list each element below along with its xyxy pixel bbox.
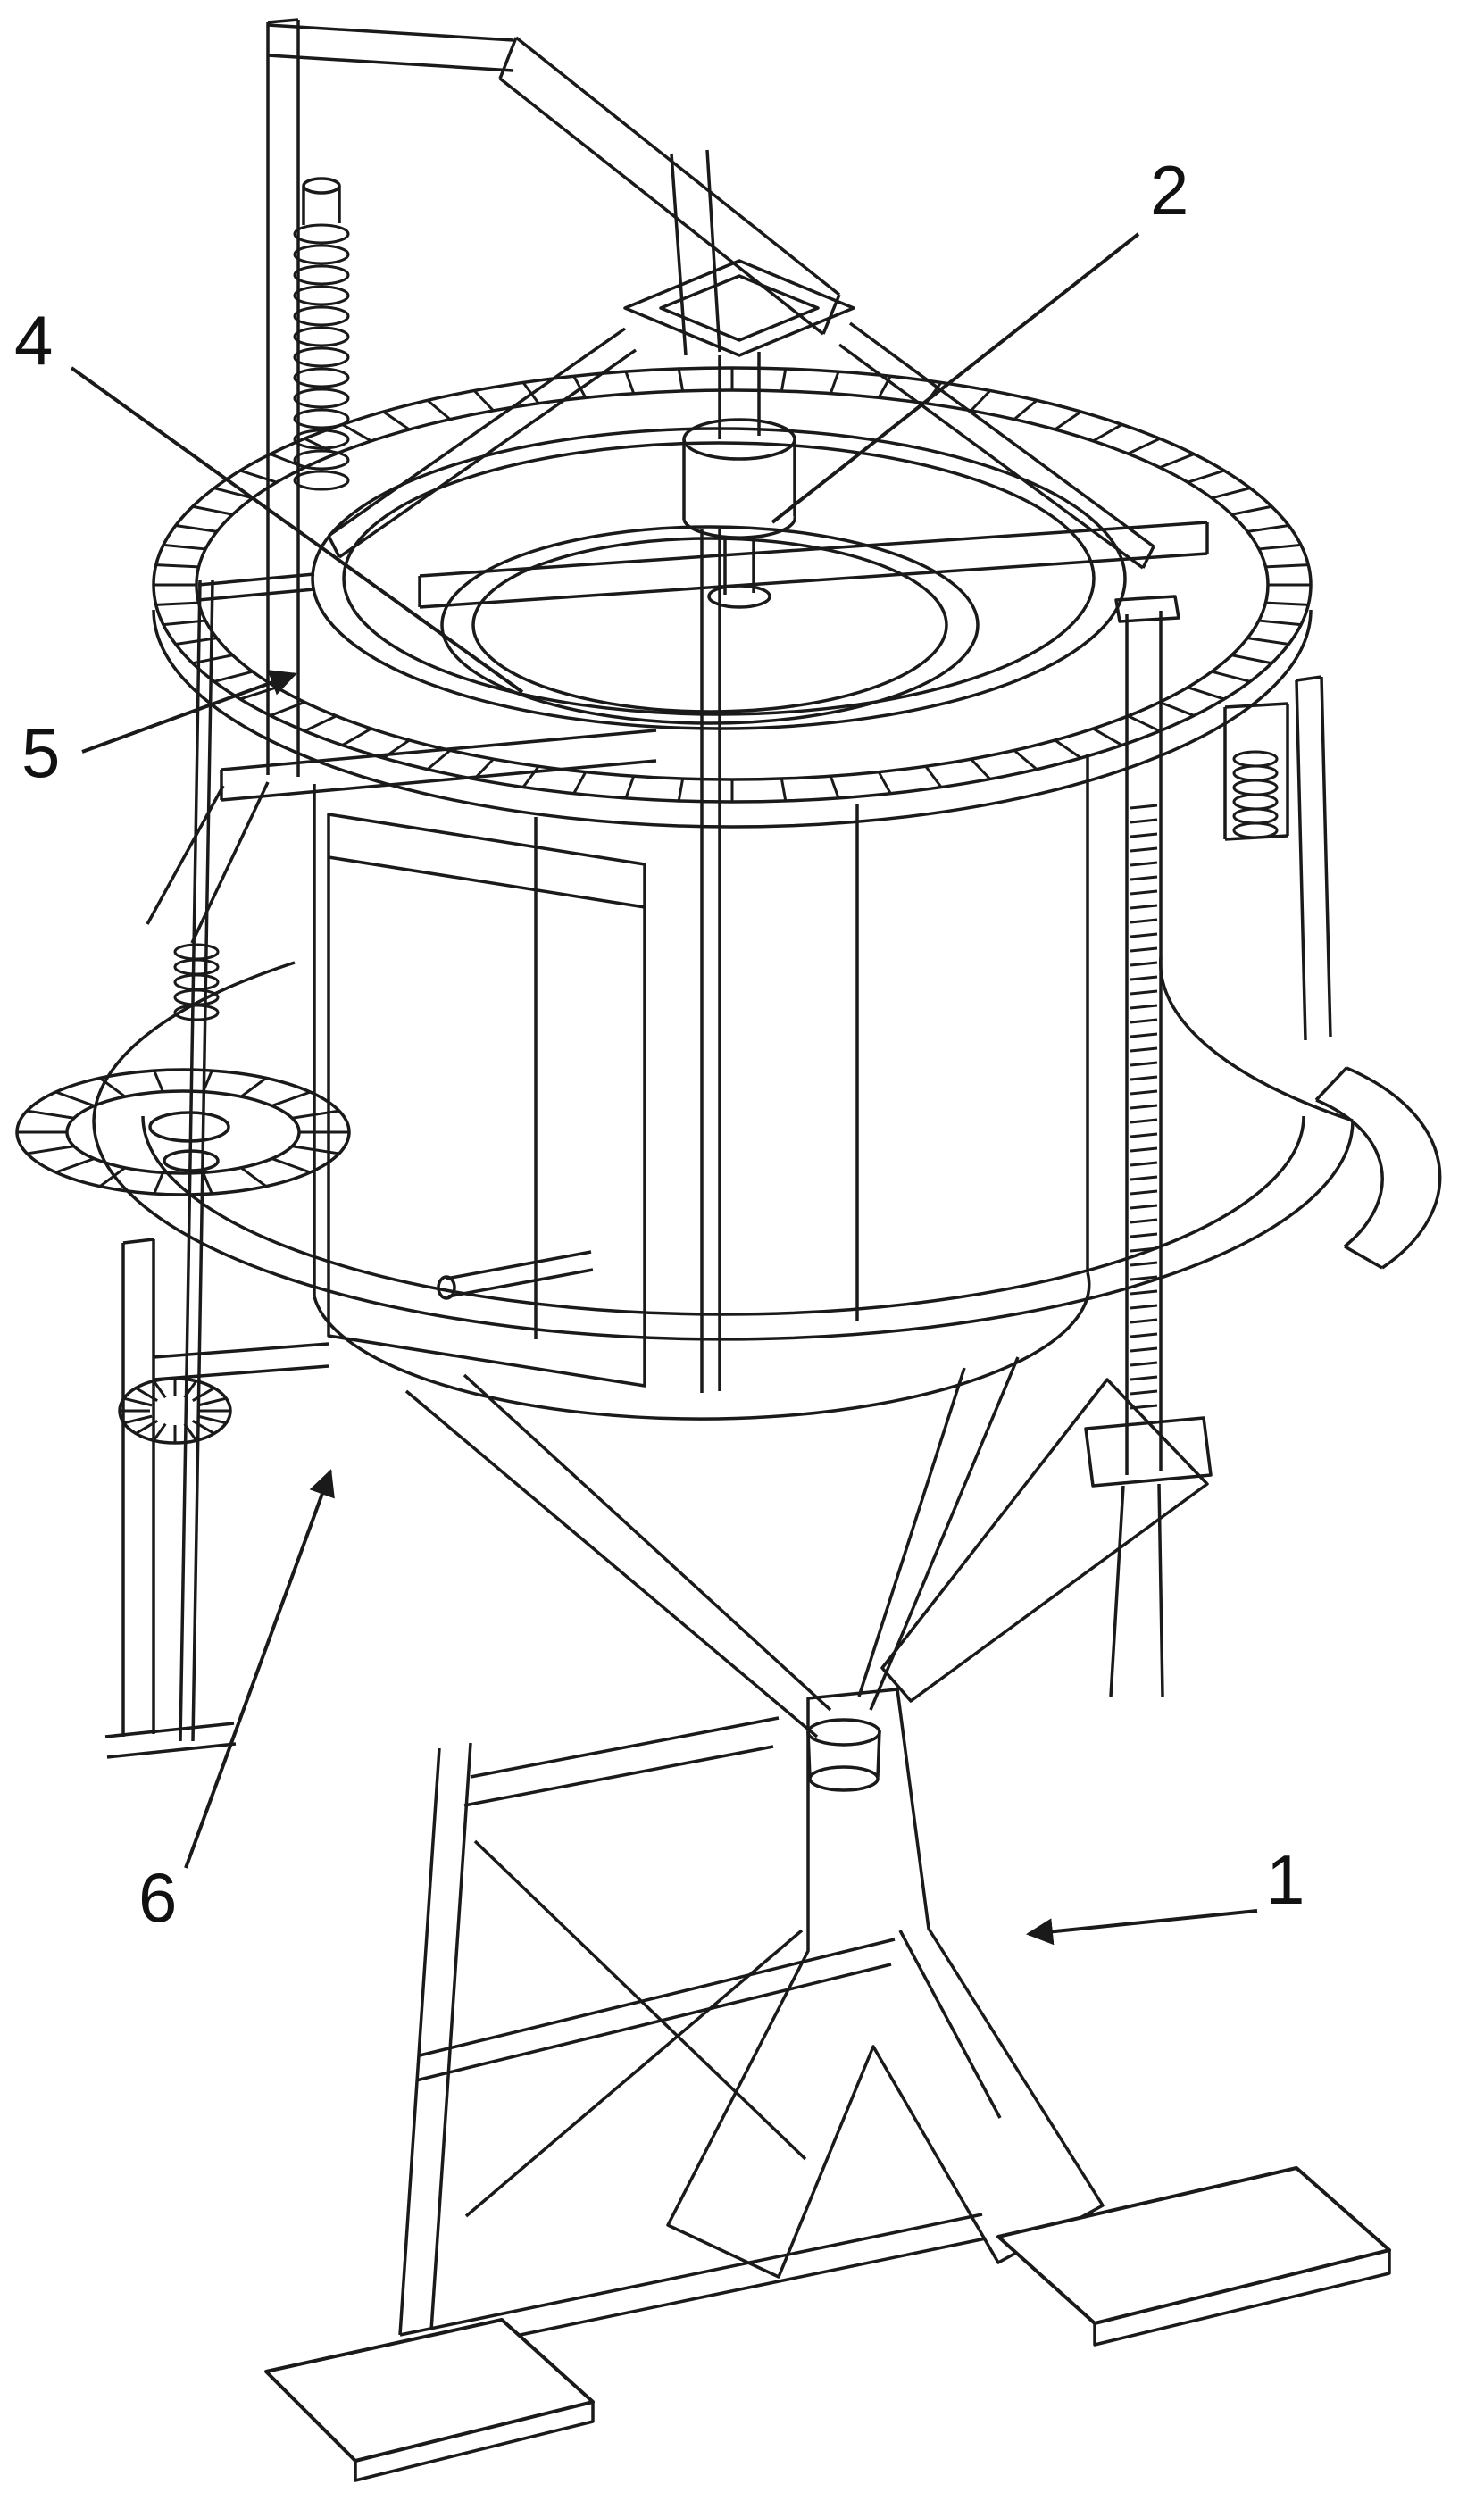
callout-2-label: 2 <box>1150 151 1188 229</box>
callouts: 2 4 5 6 1 <box>14 151 1305 1946</box>
drum <box>311 427 1127 1421</box>
callout-1-label: 1 <box>1266 1840 1305 1919</box>
callout-1: 1 <box>1026 1840 1305 1946</box>
callout-4-label: 4 <box>14 301 53 379</box>
right-columns <box>1084 595 1442 1697</box>
callout-6-label: 6 <box>138 1858 177 1937</box>
callout-5: 5 <box>21 670 297 792</box>
callout-5-label: 5 <box>21 713 60 792</box>
callout-6: 6 <box>138 1469 335 1937</box>
callout-4: 4 <box>14 301 524 694</box>
callout-6-leader <box>184 1469 335 1869</box>
callout-1-leader <box>1026 1909 1258 1946</box>
callout-2: 2 <box>771 151 1188 524</box>
generated-details <box>17 223 1311 1443</box>
cross-beams <box>197 321 1209 802</box>
funnel <box>404 1356 1209 1792</box>
callout-5-leader <box>81 670 297 754</box>
machine-drawing: 2 4 5 6 1 <box>14 18 1442 2482</box>
callout-2-leader <box>771 232 1140 524</box>
top-frame <box>146 18 841 944</box>
stand <box>264 1688 1391 2482</box>
central-hub <box>682 352 796 609</box>
callout-4-leader <box>70 366 524 694</box>
guide-rail <box>92 956 1355 1341</box>
square-mount <box>623 259 855 357</box>
